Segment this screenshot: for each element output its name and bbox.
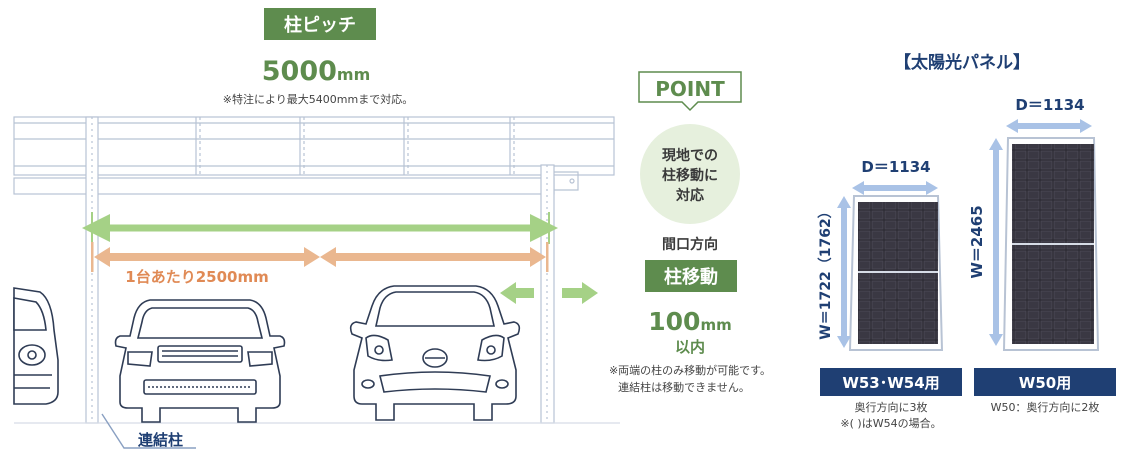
large-badge-bg — [974, 368, 1116, 396]
point-circle-line-2: 柱移動に — [662, 167, 718, 184]
connector-label: 連結柱 — [138, 431, 183, 449]
small-note-1: 奥行方向に3枚 — [855, 400, 928, 414]
car-span-arrows — [91, 242, 549, 272]
direction-label: 間口方向 — [662, 236, 718, 253]
small-badge: W53･W54用 — [842, 374, 939, 392]
move-note-2: 連結柱は移動できません。 — [618, 380, 750, 394]
small-width-label: W＝1722（1762） — [818, 204, 834, 339]
large-width-arrow — [989, 138, 1003, 346]
small-width-arrow — [837, 196, 851, 348]
connector-leader — [101, 413, 196, 449]
move-badge: 柱移動 — [664, 266, 718, 288]
large-badge: W50用 — [1019, 374, 1071, 392]
large-note-1: W50：奥行方向に2枚 — [991, 400, 1100, 414]
move-badge-bg — [645, 260, 737, 292]
panel-title: 【太陽光パネル】 — [894, 52, 1030, 73]
pitch-value: 5000mm — [262, 56, 371, 87]
move-note-1: ※両端の柱のみ移動が可能です。 — [609, 363, 771, 377]
car-right — [349, 285, 521, 421]
large-depth-arrow — [1006, 119, 1092, 133]
small-panel — [848, 195, 944, 351]
large-width-label: W＝2465 — [968, 205, 986, 278]
pitch-badge: 柱ピッチ — [284, 14, 356, 36]
point-circle-line-1: 現地での — [662, 147, 718, 164]
carport-structure — [13, 116, 620, 424]
small-note-2: ※( )はW54の場合。 — [840, 416, 941, 430]
large-panel — [1002, 137, 1100, 351]
small-depth-label: D＝1134 — [861, 158, 930, 176]
car-span-label: 1台あたり2500mm — [125, 268, 268, 286]
move-suffix: 以内 — [675, 338, 705, 356]
post-move-arrows — [500, 282, 598, 304]
point-badge — [638, 71, 742, 112]
move-value: 100mm — [648, 307, 731, 336]
large-depth-label: D＝1134 — [1015, 96, 1084, 114]
small-depth-arrow — [852, 181, 938, 195]
small-badge-bg — [820, 368, 962, 396]
car-left-partial — [13, 287, 59, 405]
car-center — [114, 299, 286, 423]
pitch-note: ※特注により最大5400mmまで対応。 — [223, 92, 413, 106]
pitch-badge-bg — [264, 8, 376, 40]
point-circle-line-3: 対応 — [675, 187, 704, 204]
point-circle — [640, 124, 740, 224]
point-badge-label: POINT — [655, 77, 725, 101]
